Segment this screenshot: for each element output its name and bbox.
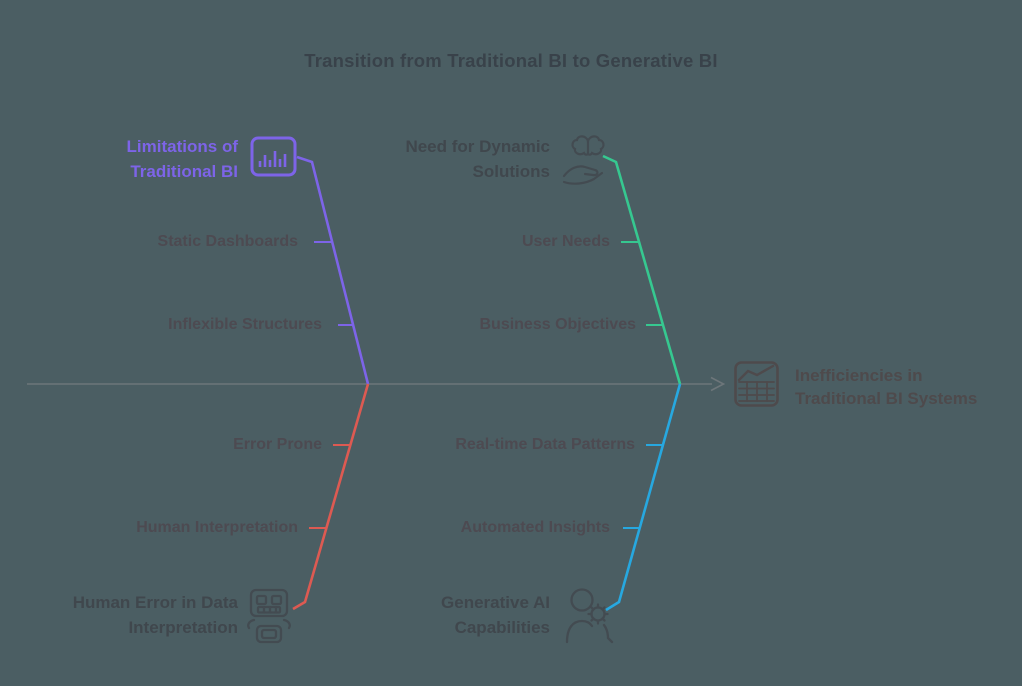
sub-label-realtime-data-patterns: Real-time Data Patterns bbox=[455, 436, 635, 453]
ai-person-gear-icon bbox=[565, 588, 614, 644]
chart-grid-icon bbox=[734, 361, 779, 407]
category-label-human-error: Human Error in Data Interpretation bbox=[72, 593, 238, 637]
category-label-dynamic-solutions: Need for Dynamic Solutions bbox=[405, 137, 550, 181]
spine-line bbox=[27, 376, 726, 392]
sub-label-user-needs: User Needs bbox=[521, 233, 610, 250]
branch-line-human-error bbox=[292, 383, 370, 611]
diagram-title: Transition from Traditional BI to Genera… bbox=[304, 50, 718, 71]
sub-label-business-objectives: Business Objectives bbox=[479, 316, 636, 333]
branch-line-limitations bbox=[296, 155, 370, 385]
effect-label: Inefficiencies in Traditional BI Systems bbox=[795, 366, 978, 408]
category-label-limitations: Limitations of Traditional BI bbox=[126, 137, 238, 181]
spine-arrowhead bbox=[710, 376, 726, 392]
sub-label-human-interpretation: Human Interpretation bbox=[136, 519, 298, 536]
category-label-generative-ai: Generative AI Capabilities bbox=[441, 593, 550, 637]
robot-icon bbox=[247, 588, 291, 644]
branch-line-dynamic-solutions bbox=[602, 154, 682, 385]
sub-label-static-dashboards: Static Dashboards bbox=[157, 233, 298, 250]
hand-holding-brain-icon bbox=[562, 135, 605, 185]
sub-label-inflexible-structures: Inflexible Structures bbox=[168, 316, 322, 333]
branch-line-generative-ai bbox=[605, 383, 682, 612]
bar-chart-icon bbox=[250, 136, 297, 177]
sub-label-automated-insights: Automated Insights bbox=[460, 519, 610, 536]
sub-label-error-prone: Error Prone bbox=[233, 436, 322, 453]
